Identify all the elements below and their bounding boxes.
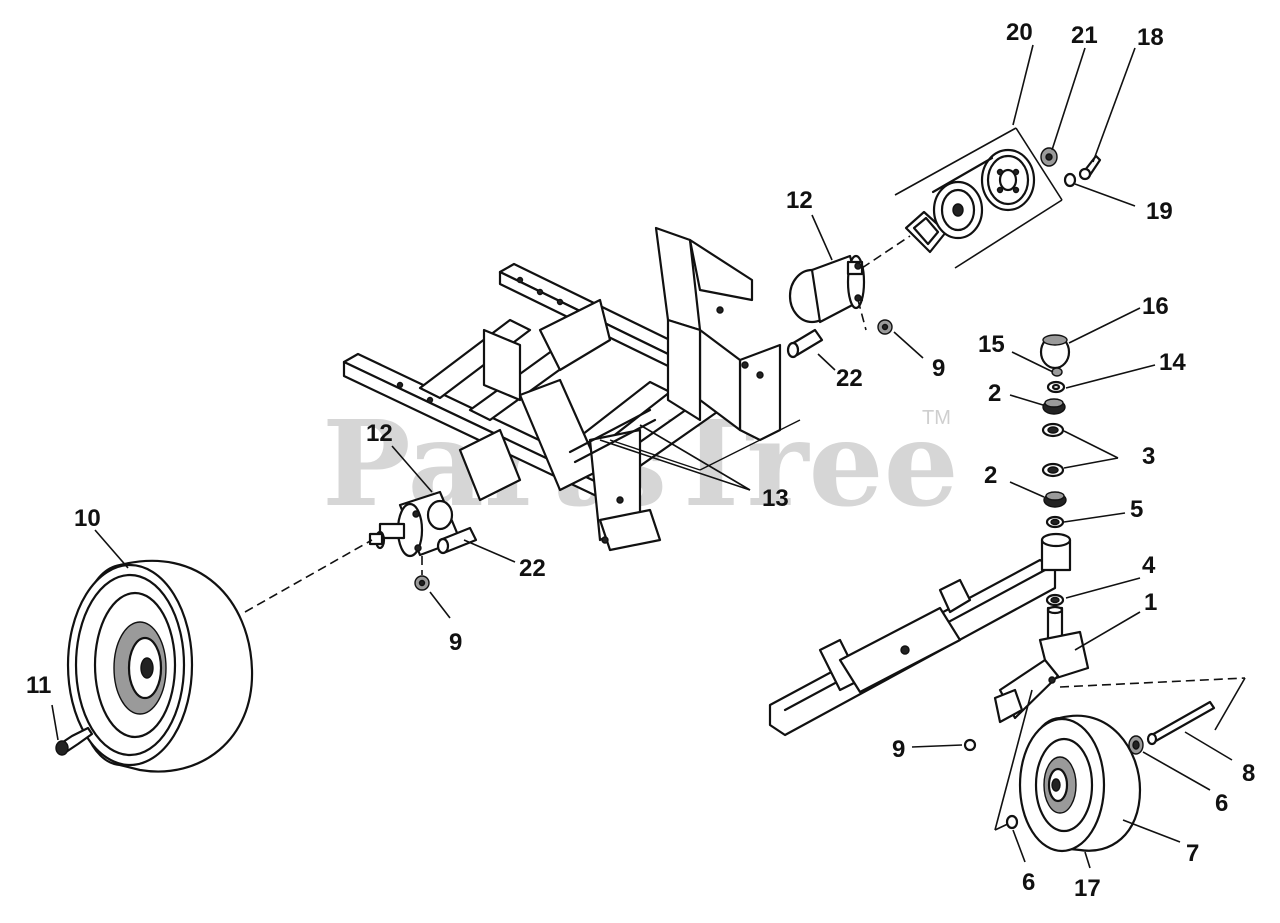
callout-2-upper: 2 xyxy=(988,380,1001,407)
callout-8: 8 xyxy=(1242,760,1255,787)
bolt-18 xyxy=(1078,154,1102,181)
callout-2-lower: 2 xyxy=(984,462,997,489)
callout-12-upper: 12 xyxy=(786,187,813,214)
callout-14: 14 xyxy=(1159,349,1186,376)
callout-15: 15 xyxy=(978,331,1005,358)
callout-22-lower: 22 xyxy=(519,555,546,582)
watermark-tm: TM xyxy=(922,407,951,429)
callout-4: 4 xyxy=(1142,552,1156,579)
callout-12-lower: 12 xyxy=(366,420,393,447)
upper-wheel-motor xyxy=(788,254,866,324)
leader-lines xyxy=(51,44,1233,869)
callout-17: 17 xyxy=(1074,875,1101,902)
nut-21 xyxy=(1040,147,1058,167)
bracket-lines-20 xyxy=(894,127,1063,269)
rear-wheel-10 xyxy=(66,559,254,773)
callout-7: 7 xyxy=(1186,840,1199,867)
callout-1: 1 xyxy=(1144,589,1157,616)
callout-11: 11 xyxy=(26,672,51,699)
caster-fork-1 xyxy=(993,605,1090,724)
nut-15 xyxy=(1051,367,1063,377)
chassis-frame xyxy=(342,226,801,552)
callout-6-right: 6 xyxy=(1215,790,1228,817)
callout-22-upper: 22 xyxy=(836,365,863,392)
callout-5: 5 xyxy=(1130,496,1143,523)
callout-labels: 20 21 18 19 12 16 15 14 9 22 2 3 12 2 5 … xyxy=(26,19,1255,902)
callout-13: 13 xyxy=(762,485,789,512)
callout-6-left: 6 xyxy=(1022,869,1035,896)
race-3-upper xyxy=(1041,422,1065,438)
bolt-11 xyxy=(55,726,94,756)
spacer-6-right xyxy=(1128,735,1144,755)
race-3-lower xyxy=(1041,462,1065,478)
callout-9-front: 9 xyxy=(892,736,905,763)
washer-5 xyxy=(1045,515,1065,529)
bearing-2-lower xyxy=(1043,491,1067,508)
nut-9-upper xyxy=(877,319,893,335)
cap-16 xyxy=(1039,334,1071,370)
callout-20: 20 xyxy=(1006,19,1033,46)
callout-9-upper: 9 xyxy=(932,355,945,382)
nut-9-front xyxy=(963,738,977,752)
spacer-6-left xyxy=(1005,814,1019,830)
washer-19 xyxy=(1063,172,1077,188)
callout-16: 16 xyxy=(1142,293,1169,320)
callout-9-lower: 9 xyxy=(449,629,462,656)
bearing-2-upper xyxy=(1042,398,1066,415)
drive-pulley-20 xyxy=(931,148,1036,240)
callout-3: 3 xyxy=(1142,443,1155,470)
callout-19: 19 xyxy=(1146,198,1173,225)
callout-21: 21 xyxy=(1071,22,1098,49)
callout-10: 10 xyxy=(74,505,101,532)
washer-14 xyxy=(1046,380,1066,394)
caster-wheel-7 xyxy=(1018,714,1142,853)
callout-18: 18 xyxy=(1137,24,1164,51)
front-axle-beam xyxy=(768,532,1072,737)
upper-spacer-22 xyxy=(786,328,824,359)
axle-bolt-8 xyxy=(1146,700,1216,746)
nut-9-lower xyxy=(414,575,430,591)
lower-spacer-22 xyxy=(436,526,478,555)
washer-4 xyxy=(1045,593,1065,607)
